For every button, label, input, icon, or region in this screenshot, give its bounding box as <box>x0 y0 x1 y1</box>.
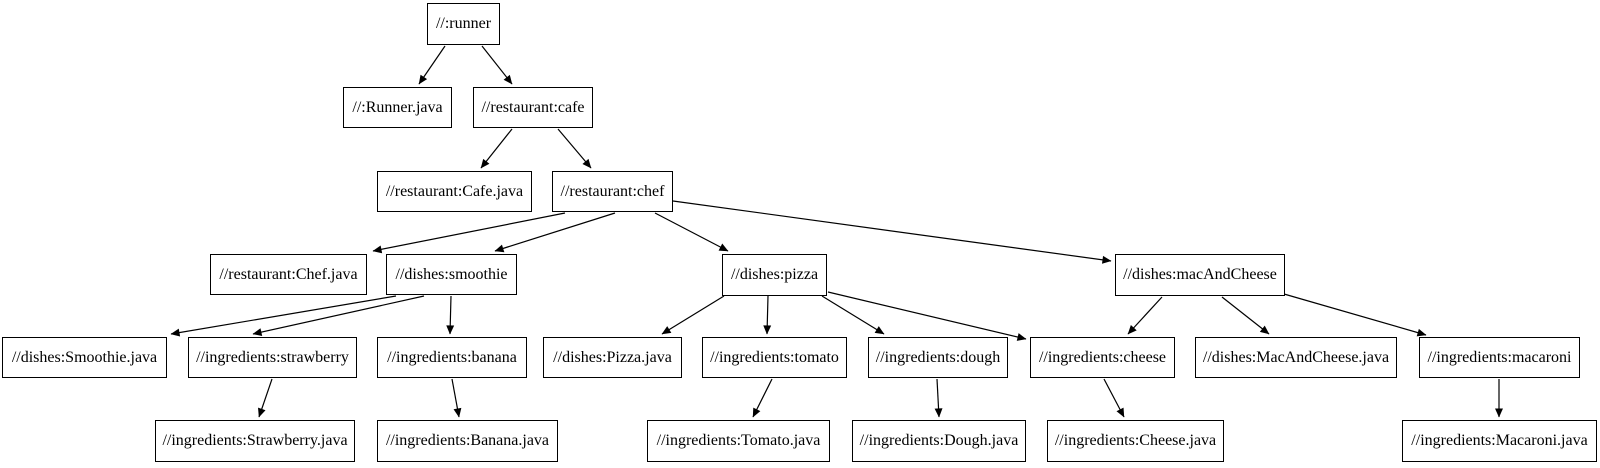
graph-node-cafe-java: //restaurant:Cafe.java <box>377 171 532 212</box>
edge-chef-to-chef-java <box>372 212 566 254</box>
graph-node-tomato: //ingredients:tomato <box>702 337 847 378</box>
graph-node-smoothie-java: //dishes:Smoothie.java <box>2 337 167 378</box>
edge-chef-to-smoothie <box>494 212 616 253</box>
edge-macandcheese-to-macaroni <box>1283 293 1427 337</box>
edge-smoothie-to-smoothie-java <box>170 295 397 337</box>
graph-node-macandcheese: //dishes:macAndCheese <box>1115 254 1285 296</box>
edge-strawberry-to-strawberry-java <box>258 378 273 418</box>
edge-banana-to-banana-java <box>451 378 462 418</box>
edge-pizza-to-dough <box>821 295 885 335</box>
edge-cafe-to-chef <box>557 128 592 169</box>
edge-pizza-to-cheese <box>827 291 1027 341</box>
edge-smoothie-to-banana <box>446 295 455 335</box>
graph-node-runner-java: //:Runner.java <box>343 87 452 128</box>
graph-node-cheese-java: //ingredients:Cheese.java <box>1047 420 1224 462</box>
graph-node-cheese: //ingredients:cheese <box>1030 337 1175 378</box>
graph-node-banana: //ingredients:banana <box>377 337 527 378</box>
graph-node-chef: //restaurant:chef <box>552 171 673 212</box>
edge-dough-to-dough-java <box>934 378 943 418</box>
graph-node-pizza: //dishes:pizza <box>722 254 827 296</box>
edge-macandcheese-to-cheese <box>1127 296 1163 335</box>
edge-pizza-to-tomato <box>763 295 772 335</box>
graph-node-macaroni: //ingredients:macaroni <box>1419 337 1580 378</box>
edge-cafe-to-cafe-java <box>480 128 513 169</box>
edge-tomato-to-tomato-java <box>752 378 773 418</box>
graph-node-strawberry: //ingredients:strawberry <box>188 337 357 378</box>
edge-chef-to-macandcheese <box>672 200 1112 264</box>
graph-node-chef-java: //restaurant:Chef.java <box>210 254 367 295</box>
graph-node-strawberry-java: //ingredients:Strawberry.java <box>155 420 355 462</box>
edge-runner-to-runner-java <box>418 45 446 85</box>
edge-smoothie-to-strawberry <box>252 295 425 337</box>
edge-pizza-to-pizza-java <box>661 295 725 335</box>
graph-node-macandcheese-java: //dishes:MacAndCheese.java <box>1195 337 1397 378</box>
graph-node-cafe: //restaurant:cafe <box>473 87 593 128</box>
graph-node-dough-java: //ingredients:Dough.java <box>852 420 1026 462</box>
edge-cheese-to-cheese-java <box>1103 378 1125 418</box>
graph-node-runner: //:runner <box>427 3 500 45</box>
graph-node-tomato-java: //ingredients:Tomato.java <box>647 420 830 462</box>
graph-node-pizza-java: //dishes:Pizza.java <box>543 337 682 378</box>
graph-node-macaroni-java: //ingredients:Macaroni.java <box>1402 420 1597 462</box>
edge-chef-to-pizza <box>654 212 729 252</box>
graph-node-dough: //ingredients:dough <box>868 337 1008 378</box>
edge-runner-to-cafe <box>481 45 513 85</box>
graph-node-smoothie: //dishes:smoothie <box>386 254 517 295</box>
graph-node-banana-java: //ingredients:Banana.java <box>377 420 558 462</box>
edge-macandcheese-to-macandcheese-java <box>1221 296 1270 335</box>
